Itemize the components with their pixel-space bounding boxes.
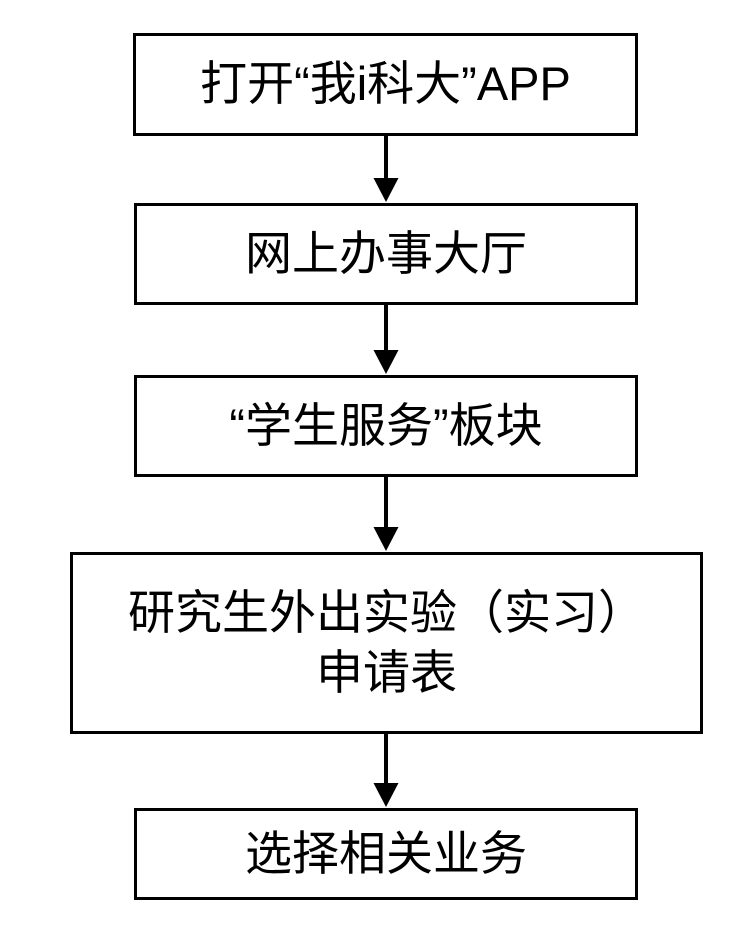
node-label-line: 打开“我i科大”APP	[200, 57, 571, 111]
flowchart-node-application-form[interactable]: 研究生外出实验（实习） 申请表	[70, 552, 703, 734]
flowchart-node-select-business[interactable]: 选择相关业务	[134, 808, 638, 900]
flowchart-node-open-app[interactable]: 打开“我i科大”APP	[133, 33, 638, 136]
arrow-down-icon-1	[371, 136, 401, 203]
node-label-line: 申请表	[316, 646, 457, 699]
node-label-line: 选择相关业务	[245, 826, 527, 880]
arrow-down-icon-3	[371, 477, 401, 552]
flowchart-node-service-hall[interactable]: 网上办事大厅	[134, 203, 638, 305]
node-label-line: 研究生外出实验（实习）	[128, 585, 645, 639]
node-label-line: 网上办事大厅	[245, 226, 527, 280]
flowchart-node-student-panel[interactable]: “学生服务”板块	[134, 375, 638, 477]
arrow-down-icon-2	[371, 305, 401, 375]
arrow-down-icon-4	[371, 734, 401, 808]
node-label-line: “学生服务”板块	[229, 398, 543, 452]
